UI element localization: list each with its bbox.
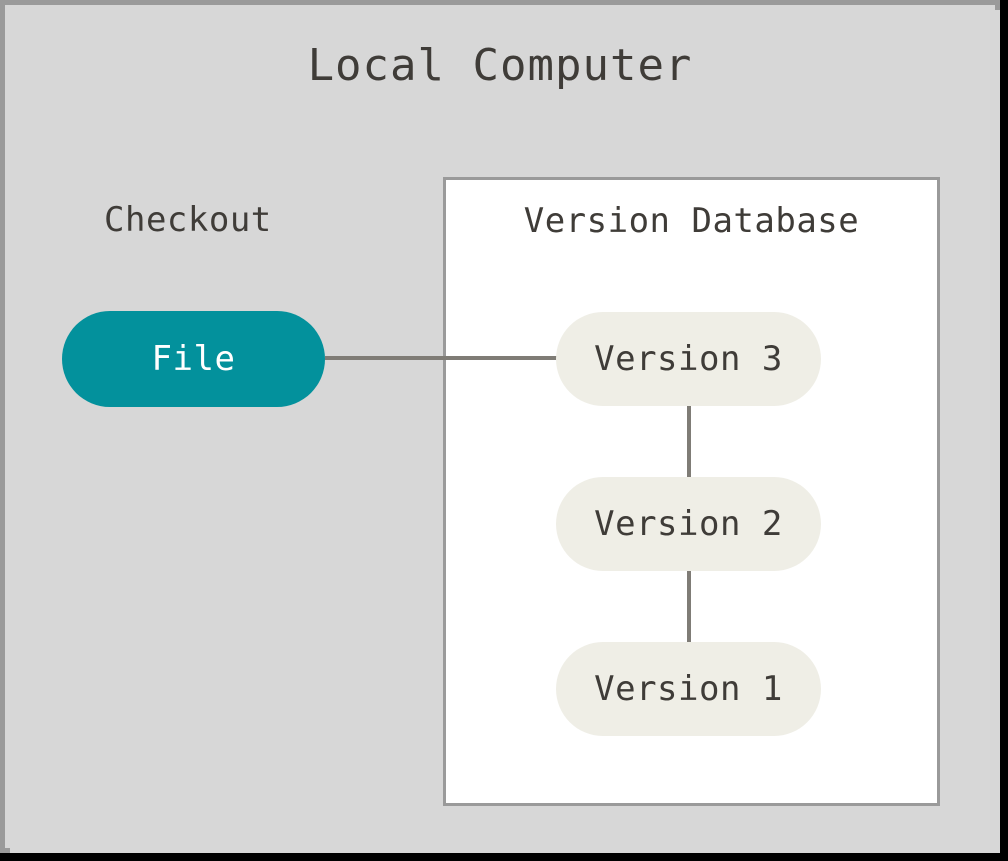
version-node-3-label: Version 3	[594, 339, 783, 379]
page-title: Local Computer	[307, 40, 693, 91]
edge-version3-to-version2	[687, 404, 691, 479]
version-node-2[interactable]: Version 2	[556, 477, 821, 571]
file-node[interactable]: File	[62, 311, 325, 407]
checkout-label: Checkout	[104, 200, 272, 240]
version-node-1[interactable]: Version 1	[556, 642, 821, 736]
version-node-2-label: Version 2	[594, 504, 783, 544]
edge-file-to-version3	[325, 356, 557, 360]
file-node-label: File	[151, 339, 236, 379]
version-database-title: Version Database	[523, 201, 860, 241]
version-node-1-label: Version 1	[594, 669, 783, 709]
version-node-3[interactable]: Version 3	[556, 312, 821, 406]
edge-version2-to-version1	[687, 569, 691, 644]
